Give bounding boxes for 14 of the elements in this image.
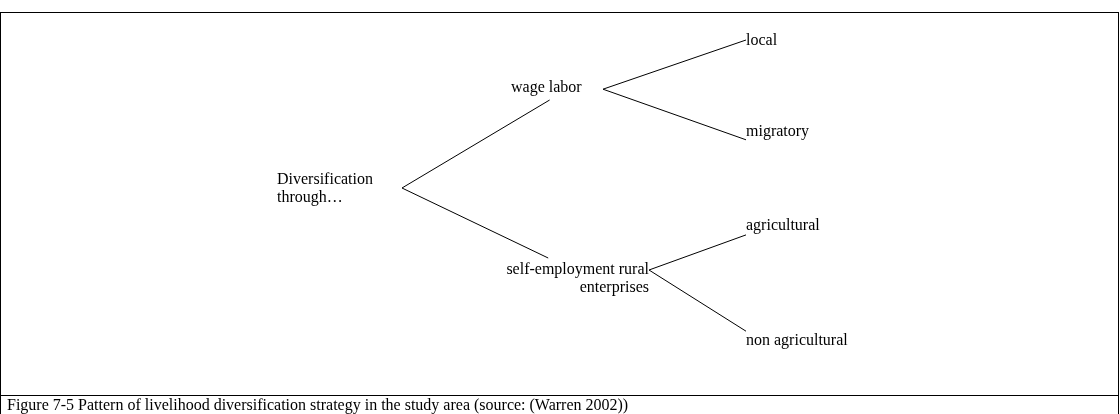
connector-line xyxy=(648,234,747,271)
caption: Figure 7-5 Pattern of livelihood diversification strategy in the study area (source: (Warren 2002)) xyxy=(7,395,629,414)
connector-line xyxy=(401,99,551,189)
connector-line xyxy=(602,88,747,141)
branch-label: local xyxy=(746,29,796,51)
connector-line xyxy=(602,39,747,90)
branch-label: Diversification through… xyxy=(277,168,402,208)
branch-label: wage labor xyxy=(511,76,603,100)
branch-label: self-employment rural enterprises xyxy=(505,258,649,298)
connector-line xyxy=(648,269,747,332)
branch-label: agricultural xyxy=(746,214,846,236)
connector-line xyxy=(401,187,549,259)
branch-label: non agricultural xyxy=(746,329,886,351)
branch-label: migratory xyxy=(746,120,836,142)
